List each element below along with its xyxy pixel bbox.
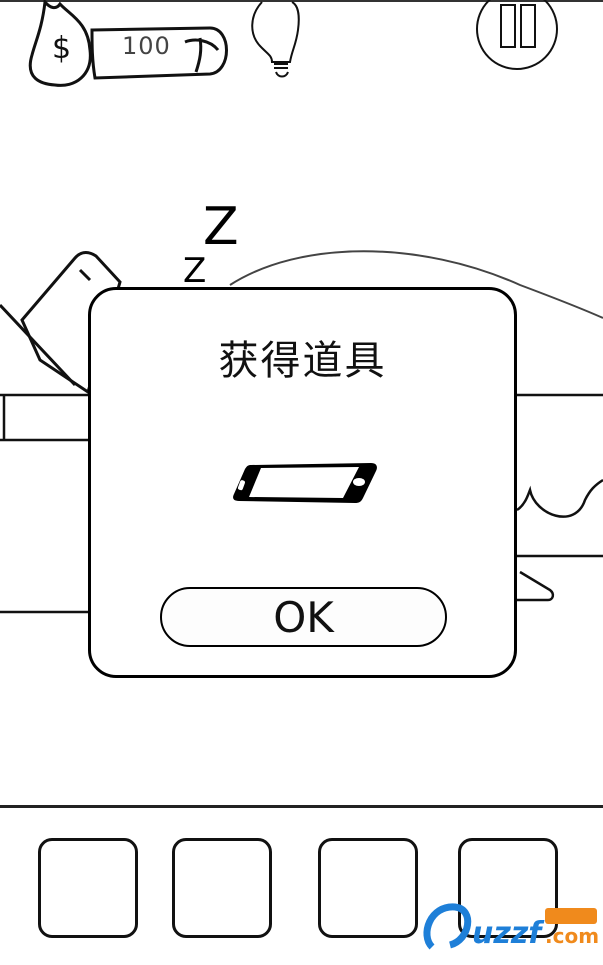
inventory-slot-3[interactable] [318,838,418,938]
ok-button[interactable]: OK [160,587,447,647]
item-obtained-dialog: 获得道具 OK [88,287,517,678]
pause-bar-right [520,4,536,48]
inventory-slot-4[interactable] [458,838,558,938]
sleep-letter-small: Z [183,251,206,291]
svg-text:.com: .com [545,924,599,948]
sleep-letter-large: Z [203,197,239,257]
dialog-title: 获得道具 [218,338,387,384]
dollar-symbol: $ [52,31,71,66]
svg-text:uzzf: uzzf [472,916,545,951]
smartphone-icon [233,463,377,503]
inventory-slot-1[interactable] [38,838,138,938]
inventory-slot-2[interactable] [172,838,272,938]
money-bag-icon [28,0,228,87]
blanket-outline [229,250,603,319]
lightbulb-icon[interactable] [251,1,300,78]
watermark-logo: uzzf .com [423,903,599,951]
coin-count: 100 [122,32,171,60]
bed-outline [0,393,603,614]
pause-bar-left [500,4,516,48]
pause-button[interactable] [476,0,558,70]
inventory-divider [0,805,603,808]
